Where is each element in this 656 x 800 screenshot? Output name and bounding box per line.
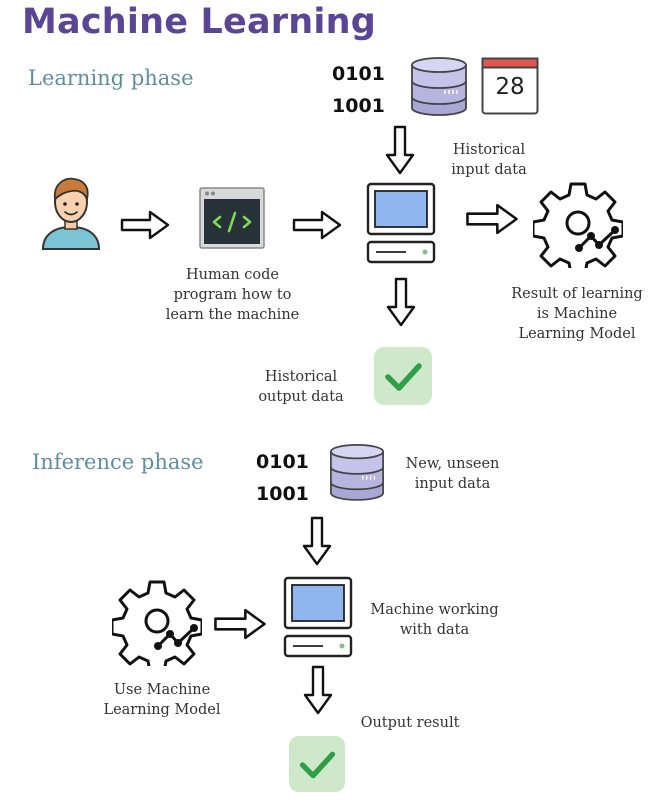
arrow-down-icon bbox=[302, 515, 332, 567]
use-model-caption: Use Machine Learning Model bbox=[92, 680, 232, 720]
caption-line: input data bbox=[414, 476, 491, 492]
caption-line: Historical bbox=[264, 369, 338, 385]
caption-line: Learning Model bbox=[103, 702, 221, 718]
human-code-caption: Human code program how to learn the mach… bbox=[155, 265, 310, 325]
binary-line-2: 1001 bbox=[256, 483, 309, 505]
binary-line-1: 0101 bbox=[256, 451, 309, 473]
arrow-down-icon bbox=[303, 664, 333, 716]
output-result-caption: Output result bbox=[360, 715, 460, 731]
caption-line: Learning Model bbox=[518, 326, 636, 342]
learning-phase-label: Learning phase bbox=[28, 66, 194, 90]
binary-line-2: 1001 bbox=[332, 95, 385, 117]
arrow-right-icon bbox=[465, 203, 519, 235]
learning-binary-data: 0101 1001 bbox=[332, 58, 385, 122]
person-avatar-icon bbox=[40, 175, 102, 251]
gear-analytics-icon bbox=[533, 178, 623, 268]
caption-line: New, unseen bbox=[405, 456, 500, 472]
computer-icon bbox=[366, 182, 436, 268]
caption-line: input data bbox=[451, 162, 527, 178]
caption-line: Use Machine bbox=[113, 682, 211, 698]
binary-line-1: 0101 bbox=[332, 63, 385, 85]
caption-line: output data bbox=[258, 389, 344, 405]
caption-line: Historical bbox=[452, 142, 526, 158]
arrow-down-icon bbox=[385, 125, 415, 175]
result-of-learning-caption: Result of learning is Machine Learning M… bbox=[497, 284, 656, 344]
arrow-right-icon bbox=[212, 608, 268, 640]
arrow-down-icon bbox=[386, 276, 416, 328]
caption-line: Machine working bbox=[370, 602, 499, 618]
historical-output-caption: Historical output data bbox=[247, 367, 355, 407]
caption-line: is Machine bbox=[536, 306, 618, 322]
new-input-caption: New, unseen input data bbox=[395, 454, 510, 494]
arrow-right-icon bbox=[292, 210, 342, 240]
caption-line: program how to bbox=[173, 287, 292, 303]
page-title: Machine Learning bbox=[22, 2, 376, 42]
computer-icon bbox=[283, 576, 353, 662]
inference-phase-label: Inference phase bbox=[32, 450, 204, 474]
arrow-right-icon bbox=[120, 210, 170, 240]
calendar-icon: 28 bbox=[481, 57, 539, 115]
machine-working-caption: Machine working with data bbox=[357, 600, 512, 640]
calendar-day: 28 bbox=[495, 74, 525, 100]
historical-input-caption: Historical input data bbox=[444, 140, 534, 180]
inference-binary-data: 0101 1001 bbox=[256, 446, 309, 510]
check-icon bbox=[373, 346, 433, 406]
database-icon bbox=[409, 50, 469, 116]
caption-line: with data bbox=[399, 622, 470, 638]
database-icon bbox=[328, 437, 386, 501]
caption-line: learn the machine bbox=[165, 307, 300, 323]
caption-line: Human code bbox=[185, 267, 280, 283]
caption-line: Result of learning bbox=[511, 286, 643, 302]
check-icon bbox=[288, 735, 346, 793]
gear-analytics-icon bbox=[112, 576, 202, 666]
code-window-icon bbox=[199, 187, 265, 249]
